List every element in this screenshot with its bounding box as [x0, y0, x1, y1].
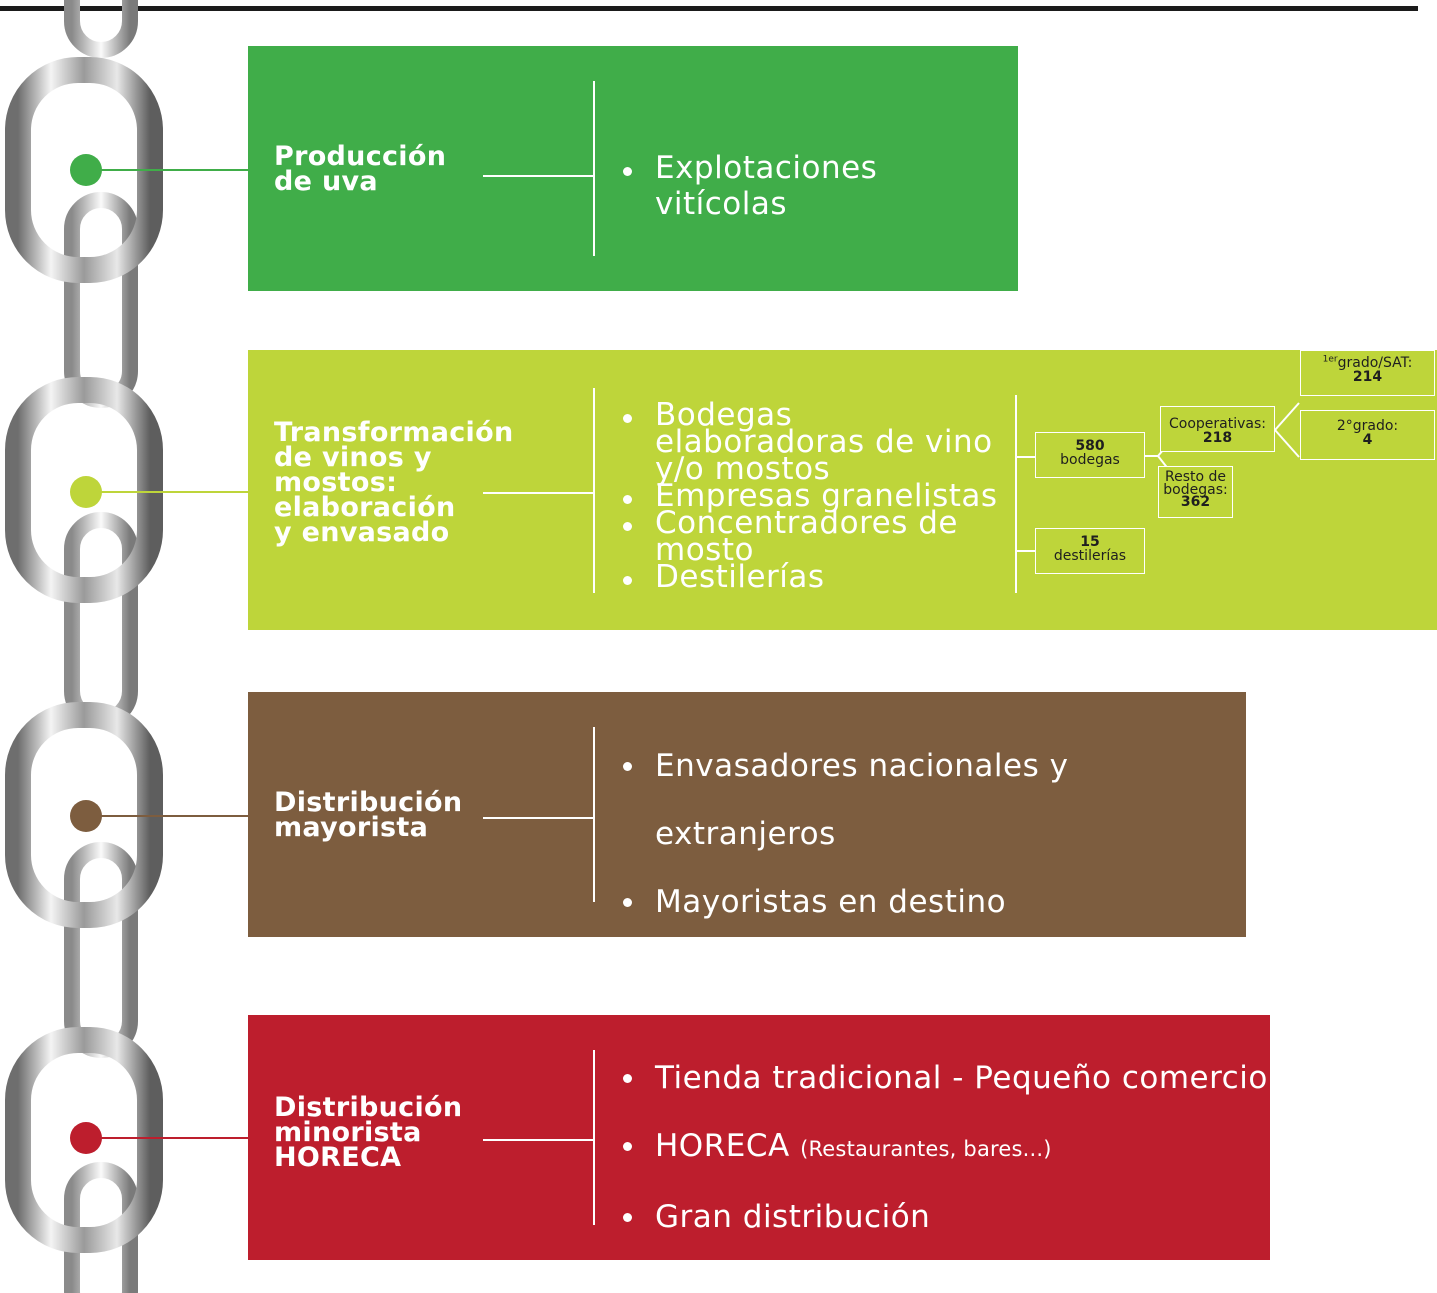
stage-title: Distribución minorista HORECA	[274, 1092, 463, 1174]
stage-items: Tienda tradicional - Pequeño comercio HO…	[621, 1044, 1268, 1251]
list-item: Gran distribución	[621, 936, 1246, 1004]
stage-title: Producción de uva	[274, 141, 447, 198]
stage-connector	[100, 169, 248, 171]
bracket-line	[593, 388, 595, 593]
stage-items: Bodegas elaboradoras de vino y/o mostos …	[621, 400, 1001, 592]
chain-node-lime	[70, 476, 102, 508]
title-connector	[483, 492, 595, 494]
stage-items: Explotaciones vitícolas	[621, 150, 1018, 222]
stage-title: Transformación de vinos y mostos: elabor…	[274, 417, 514, 549]
title-connector	[483, 817, 595, 819]
list-item: Tienda tradicional - Pequeño comercio	[621, 1044, 1268, 1112]
list-item: Concentradores de mosto	[621, 507, 1001, 565]
title-connector	[483, 175, 595, 177]
list-item: Bodegas elaboradoras de vino y/o mostos	[621, 400, 1001, 484]
stage-connector	[100, 1137, 248, 1139]
list-item: Explotaciones vitícolas	[621, 150, 1018, 222]
list-item: HORECA (Restaurantes, bares...)	[621, 1112, 1268, 1183]
stage-connector	[100, 815, 248, 817]
bracket-line	[593, 81, 595, 256]
list-item: Empresas granelistas	[621, 480, 1001, 511]
segundo-grado-box: 2°grado:4	[1300, 410, 1435, 460]
list-item: Gran distribución	[621, 1183, 1268, 1251]
tree-branch	[1017, 550, 1035, 552]
stage-transformation-panel: Transformación de vinos y mostos: elabor…	[248, 350, 1437, 630]
top-rule	[0, 6, 1418, 11]
tree-branch	[1017, 456, 1035, 458]
chain-node-red	[70, 1122, 102, 1154]
chain-illustration	[5, 0, 163, 1293]
title-connector	[483, 1139, 595, 1141]
primer-grado-box: 1ergrado/SAT:214	[1300, 350, 1435, 396]
stage-items: Envasadores nacionales y extranjeros May…	[621, 732, 1246, 1004]
list-item: Mayoristas en destino	[621, 868, 1246, 936]
tree-bracket	[1015, 395, 1017, 593]
list-item: Envasadores nacionales y extranjeros	[621, 732, 1246, 868]
bracket-line	[593, 1050, 595, 1225]
stage-retail-panel: Distribución minorista HORECA Tienda tra…	[248, 1015, 1270, 1260]
stage-connector	[100, 491, 248, 493]
list-item: Destilerías	[621, 561, 1001, 592]
chain-node-green	[70, 154, 102, 186]
stage-title: Distribución mayorista	[274, 787, 463, 844]
chain-node-brown	[70, 800, 102, 832]
cooperativas-box: Cooperativas:218	[1160, 406, 1275, 452]
stage-production-panel: Producción de uva Explotaciones vitícola…	[248, 46, 1018, 291]
stage-wholesale-panel: Distribución mayorista Envasadores nacio…	[248, 692, 1246, 988]
edge-links	[64, 0, 138, 1293]
bracket-line	[593, 727, 595, 902]
